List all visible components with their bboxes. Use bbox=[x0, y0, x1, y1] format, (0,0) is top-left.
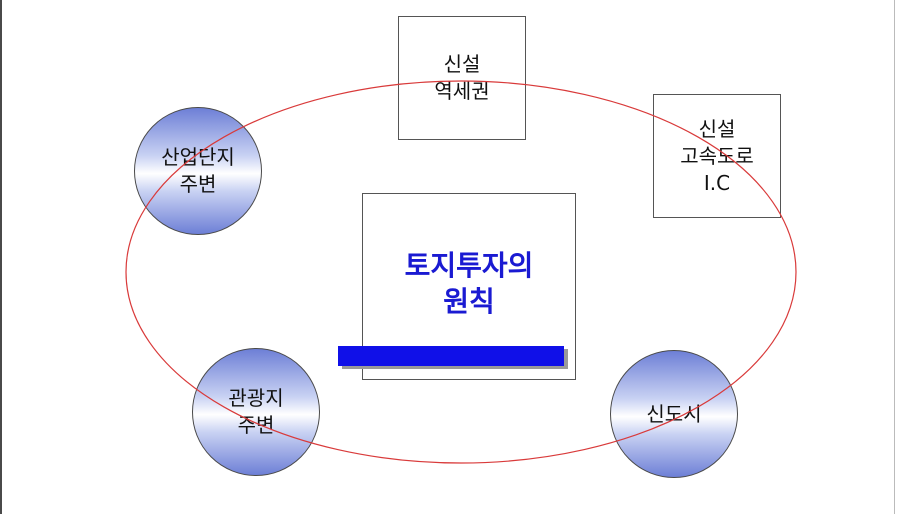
new-station-line-2: 역세권 bbox=[434, 79, 490, 103]
center-principle-title: 토지투자의 원칙 bbox=[362, 248, 576, 321]
new-highway-ic-line-3: I.C bbox=[703, 170, 731, 195]
new-highway-ic-line-1: 신설 bbox=[698, 116, 736, 141]
center-title-line-2: 원칙 bbox=[443, 285, 495, 319]
new-station-box: 신설 역세권 bbox=[398, 16, 526, 140]
center-highlight-bar bbox=[338, 346, 564, 366]
right-border-line bbox=[894, 0, 895, 514]
tourist-area-circle: 관광지 주변 bbox=[192, 348, 320, 476]
tourist-area-line-1: 관광지 bbox=[228, 386, 284, 410]
industrial-complex-line-1: 산업단지 bbox=[161, 145, 235, 169]
new-city-line-1: 신도시 bbox=[646, 401, 702, 426]
new-highway-ic-box: 신설 고속도로 I.C bbox=[653, 94, 781, 218]
new-city-circle: 신도시 bbox=[610, 350, 738, 478]
center-title-line-1: 토지투자의 bbox=[404, 249, 534, 282]
industrial-complex-line-2: 주변 bbox=[179, 172, 217, 196]
red-ellipse bbox=[125, 80, 797, 464]
new-station-line-1: 신설 bbox=[443, 52, 481, 76]
new-highway-ic-line-2: 고속도로 bbox=[680, 143, 754, 168]
left-border-line bbox=[0, 0, 2, 514]
